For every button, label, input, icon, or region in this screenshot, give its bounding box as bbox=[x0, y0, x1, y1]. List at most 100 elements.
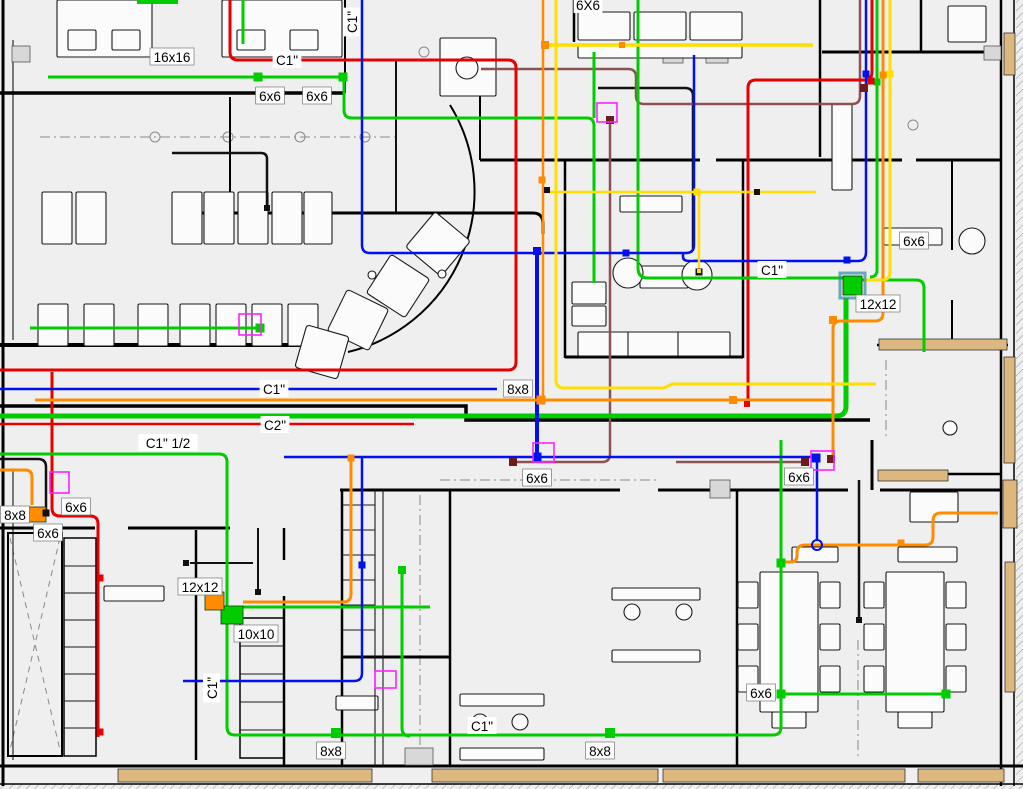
furniture-item bbox=[459, 747, 545, 761]
conduit-node[interactable] bbox=[776, 689, 786, 699]
conduit-route-black-conduit-1[interactable] bbox=[172, 151, 269, 205]
magenta-device-box[interactable] bbox=[532, 442, 555, 463]
conduit-route-red-1[interactable] bbox=[0, 0, 518, 372]
conduit-route-green-2-right[interactable] bbox=[862, 278, 926, 352]
conduit-node[interactable] bbox=[96, 728, 104, 736]
magenta-device-box[interactable] bbox=[374, 670, 397, 689]
conduit-route-yellow-1[interactable] bbox=[864, 0, 892, 282]
conduit-node[interactable] bbox=[358, 561, 366, 569]
junction-box[interactable] bbox=[220, 605, 244, 625]
conduit-node[interactable] bbox=[801, 458, 809, 466]
conduit-node[interactable] bbox=[264, 205, 270, 211]
conduit-route-yellow-3[interactable] bbox=[554, 0, 876, 390]
conduit-node[interactable] bbox=[605, 728, 615, 738]
grid-bubble bbox=[149, 131, 161, 143]
label-background bbox=[899, 231, 929, 250]
conduit-node[interactable] bbox=[398, 566, 406, 574]
conduit-route-blue-1[interactable] bbox=[360, 0, 696, 255]
label-text: 6x6 bbox=[903, 234, 925, 249]
label-background bbox=[272, 51, 302, 68]
conduit-node[interactable] bbox=[873, 78, 881, 86]
conduit-node[interactable] bbox=[879, 71, 887, 79]
conduit-node[interactable] bbox=[744, 401, 750, 407]
chair-round bbox=[675, 603, 693, 621]
conduit-route-orange-main[interactable] bbox=[831, 0, 885, 458]
conduit-node[interactable] bbox=[860, 84, 868, 92]
conduit-node[interactable] bbox=[886, 70, 894, 78]
magenta-device-box[interactable] bbox=[810, 450, 835, 471]
conduit-node[interactable] bbox=[941, 689, 951, 699]
magenta-device-box[interactable] bbox=[49, 471, 70, 494]
junction-box[interactable] bbox=[842, 275, 863, 296]
conduit-route-orange-3[interactable] bbox=[0, 468, 34, 505]
conduit-node[interactable] bbox=[829, 316, 837, 324]
label-text: 10x10 bbox=[238, 627, 275, 642]
chair-round bbox=[367, 270, 377, 280]
conduit-node[interactable] bbox=[827, 455, 835, 463]
label-text: 12x12 bbox=[182, 580, 219, 595]
conduit-route-green-5[interactable] bbox=[400, 570, 411, 738]
conduit-node[interactable] bbox=[96, 574, 104, 582]
tray-size-label: 8x8 bbox=[316, 741, 346, 760]
conduit-node[interactable] bbox=[331, 728, 341, 738]
window-wall bbox=[917, 768, 1005, 783]
conduit-ring-node[interactable] bbox=[811, 539, 823, 551]
conduit-route-orange-5[interactable] bbox=[784, 511, 998, 564]
conduit-node[interactable] bbox=[533, 247, 541, 255]
conduit-node[interactable] bbox=[536, 395, 546, 405]
conduit-node[interactable] bbox=[776, 558, 786, 568]
conduit-node[interactable] bbox=[862, 70, 870, 78]
label-text: C2" bbox=[264, 418, 286, 433]
conduit-node[interactable] bbox=[338, 72, 348, 82]
conduit-node[interactable] bbox=[347, 454, 355, 462]
label-text: 8x8 bbox=[589, 744, 611, 759]
conduit-node[interactable] bbox=[897, 539, 905, 547]
conduit-node[interactable] bbox=[811, 453, 821, 463]
conduit-node[interactable] bbox=[697, 269, 701, 273]
conduit-node[interactable] bbox=[843, 256, 851, 264]
conduit-route-black-conduit-6[interactable] bbox=[0, 457, 48, 510]
conduit-route-green-main-thick[interactable] bbox=[0, 298, 849, 419]
conduit-node[interactable] bbox=[253, 72, 263, 82]
conduit-node[interactable] bbox=[183, 560, 189, 566]
conduit-node[interactable] bbox=[509, 458, 517, 466]
conduit-node[interactable] bbox=[538, 176, 546, 184]
conduit-route-green-2[interactable] bbox=[636, 0, 843, 280]
conduit-node[interactable] bbox=[754, 189, 760, 195]
magenta-device-box[interactable] bbox=[596, 102, 618, 123]
conduit-route-orange-4[interactable] bbox=[243, 458, 353, 604]
tray-size-label: 6x6 bbox=[784, 467, 814, 486]
label-text: C1" 1/2 bbox=[146, 436, 191, 451]
conduit-route-green-7[interactable] bbox=[869, 0, 879, 279]
label-background bbox=[149, 47, 195, 66]
conduit-node[interactable] bbox=[541, 41, 549, 49]
label-text: 8x8 bbox=[320, 744, 342, 759]
furniture-item bbox=[791, 546, 839, 563]
conduit-node[interactable] bbox=[544, 187, 550, 193]
furniture-item bbox=[619, 195, 683, 213]
conduit-route-brown-2[interactable] bbox=[517, 122, 612, 464]
conduit-node[interactable] bbox=[622, 249, 630, 257]
conduit-route-red-3[interactable] bbox=[746, 0, 874, 404]
conduit-node[interactable] bbox=[729, 396, 737, 404]
conduit-size-label: C1" bbox=[203, 673, 220, 703]
label-text: 6x6 bbox=[259, 89, 281, 104]
conduit-route-blue-5[interactable] bbox=[183, 457, 364, 683]
magenta-device-box[interactable] bbox=[238, 313, 262, 336]
tray-size-label: 8x8 bbox=[503, 379, 533, 398]
conduit-node[interactable] bbox=[867, 77, 875, 85]
conduit-node[interactable] bbox=[619, 42, 625, 48]
conduit-route-red-2[interactable] bbox=[50, 372, 100, 737]
column-block bbox=[11, 45, 31, 63]
conduit-node[interactable] bbox=[255, 323, 265, 333]
conduit-node[interactable] bbox=[856, 617, 862, 623]
conduit-size-label: C1" bbox=[343, 7, 360, 37]
conduit-node[interactable] bbox=[42, 509, 50, 517]
conduit-node[interactable] bbox=[255, 589, 261, 595]
conduit-node[interactable] bbox=[532, 452, 542, 462]
conduit-node[interactable] bbox=[606, 116, 614, 124]
conduit-route-green-4[interactable] bbox=[0, 440, 783, 737]
conduit-node[interactable] bbox=[693, 188, 701, 196]
